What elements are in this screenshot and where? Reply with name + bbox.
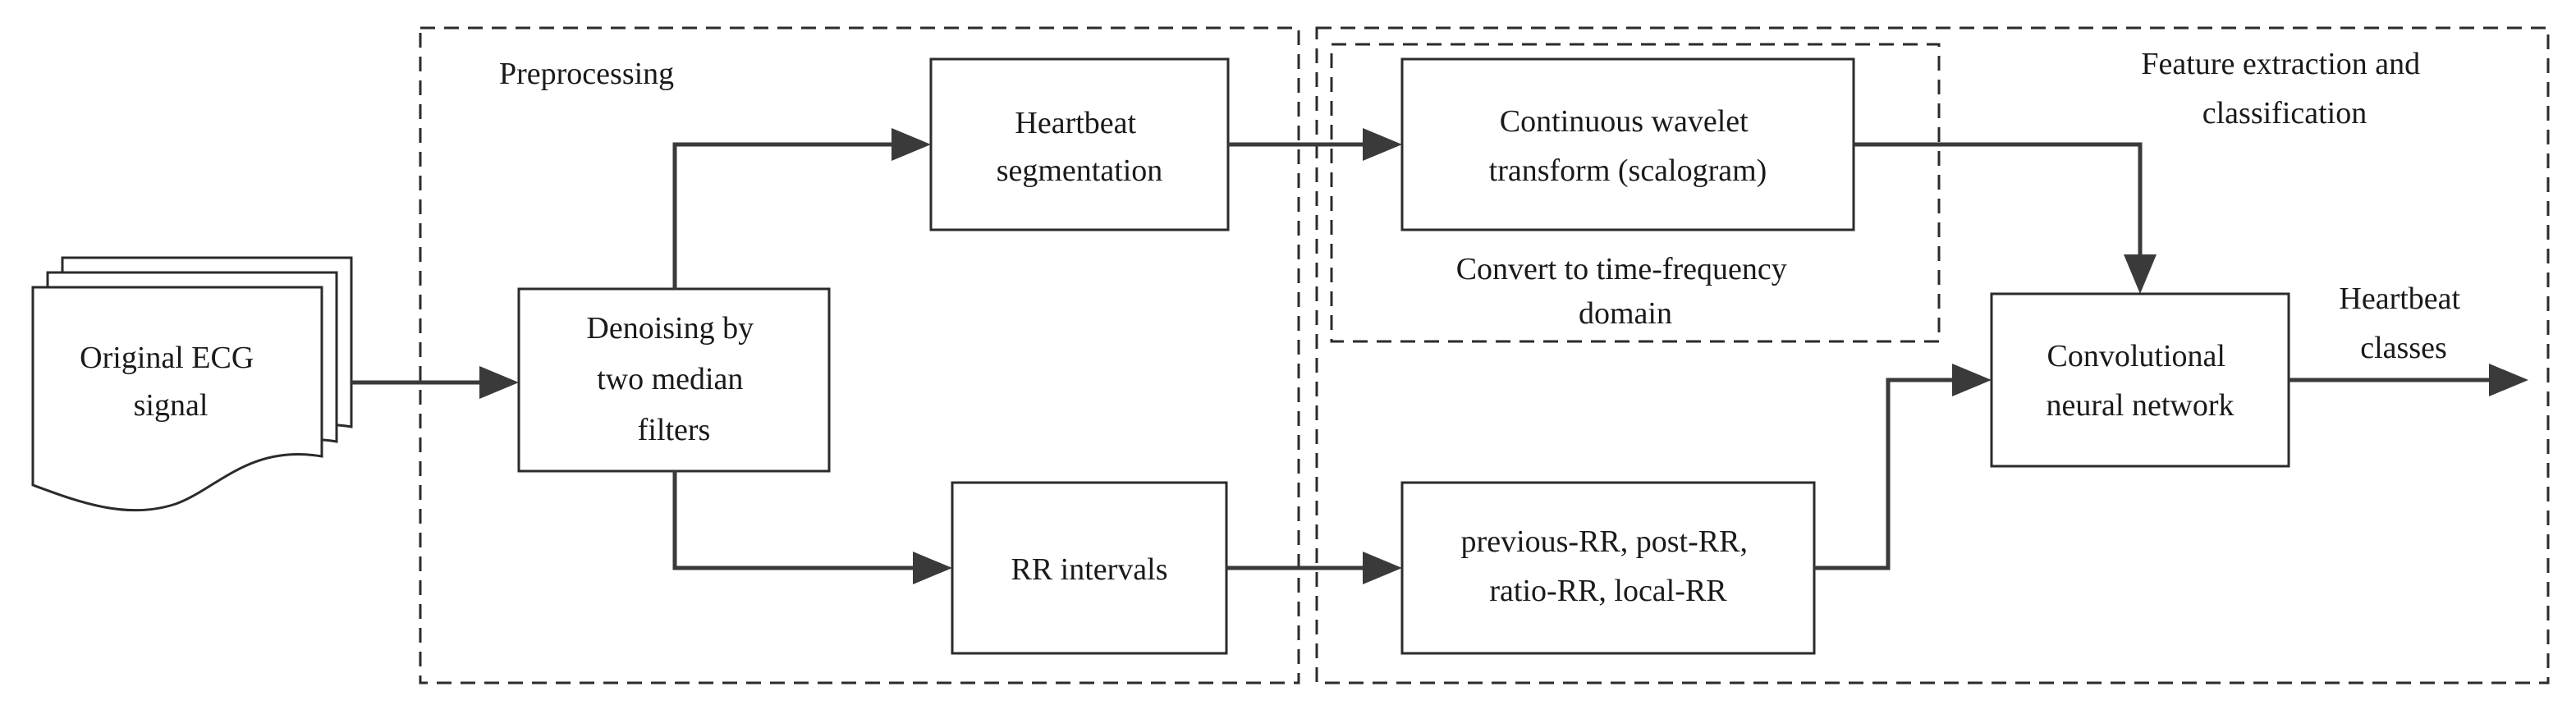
arrow-rr-intervals-to-features xyxy=(1226,552,1402,584)
rr-intervals-node: RR intervals xyxy=(951,481,1228,655)
svg-text:Convolutional neural net: Convolutional neural network xyxy=(2047,339,2235,423)
original-ecg-label: Original ECG signal xyxy=(80,341,262,423)
preprocessing-group xyxy=(419,26,1300,685)
arrow-ecg-to-denoising xyxy=(351,366,519,399)
time-frequency-label: Convert to time-frequency domain xyxy=(1456,252,1795,331)
original-ecg-document-node: Original ECG signal xyxy=(31,256,353,512)
svg-text:Continuous wavelet trans: Continuous wavelet transform (scalogram) xyxy=(1489,104,1767,188)
arrow-denoising-to-rr-intervals xyxy=(672,471,952,584)
output-label: Heartbeat classes xyxy=(2339,282,2468,365)
feature-extraction-group xyxy=(1315,26,2550,685)
rr-features-node: previous-RR, post-RR, ratio-RR, local-RR xyxy=(1400,481,1816,655)
svg-text:Denoising by two median: Denoising by two median filters xyxy=(586,311,761,447)
arrow-features-to-cnn xyxy=(1814,364,1992,570)
arrow-cwt-to-cnn xyxy=(1854,142,2157,294)
preprocessing-label: Preprocessing xyxy=(499,57,674,91)
cwt-node: Continuous wavelet transform (scalogram) xyxy=(1400,57,1855,231)
svg-text:previous-RR, post-RR, ra: previous-RR, post-RR, ratio-RR, local-RR xyxy=(1461,524,1756,608)
cnn-node: Convolutional neural network xyxy=(1990,292,2290,468)
denoising-node: Denoising by two median filters xyxy=(517,287,831,473)
heartbeat-segmentation-node: Heartbeat segmentation xyxy=(929,57,1230,231)
svg-text:RR intervals: RR intervals xyxy=(1011,552,1167,587)
arrow-segmentation-to-cwt xyxy=(1228,128,1402,161)
arrow-cnn-to-output xyxy=(2289,364,2528,396)
svg-text:Heartbeat segmentation: Heartbeat segmentation xyxy=(997,106,1163,188)
arrow-denoising-to-segmentation xyxy=(672,128,931,289)
feature-extraction-label: Feature extraction and classification xyxy=(2141,47,2427,130)
